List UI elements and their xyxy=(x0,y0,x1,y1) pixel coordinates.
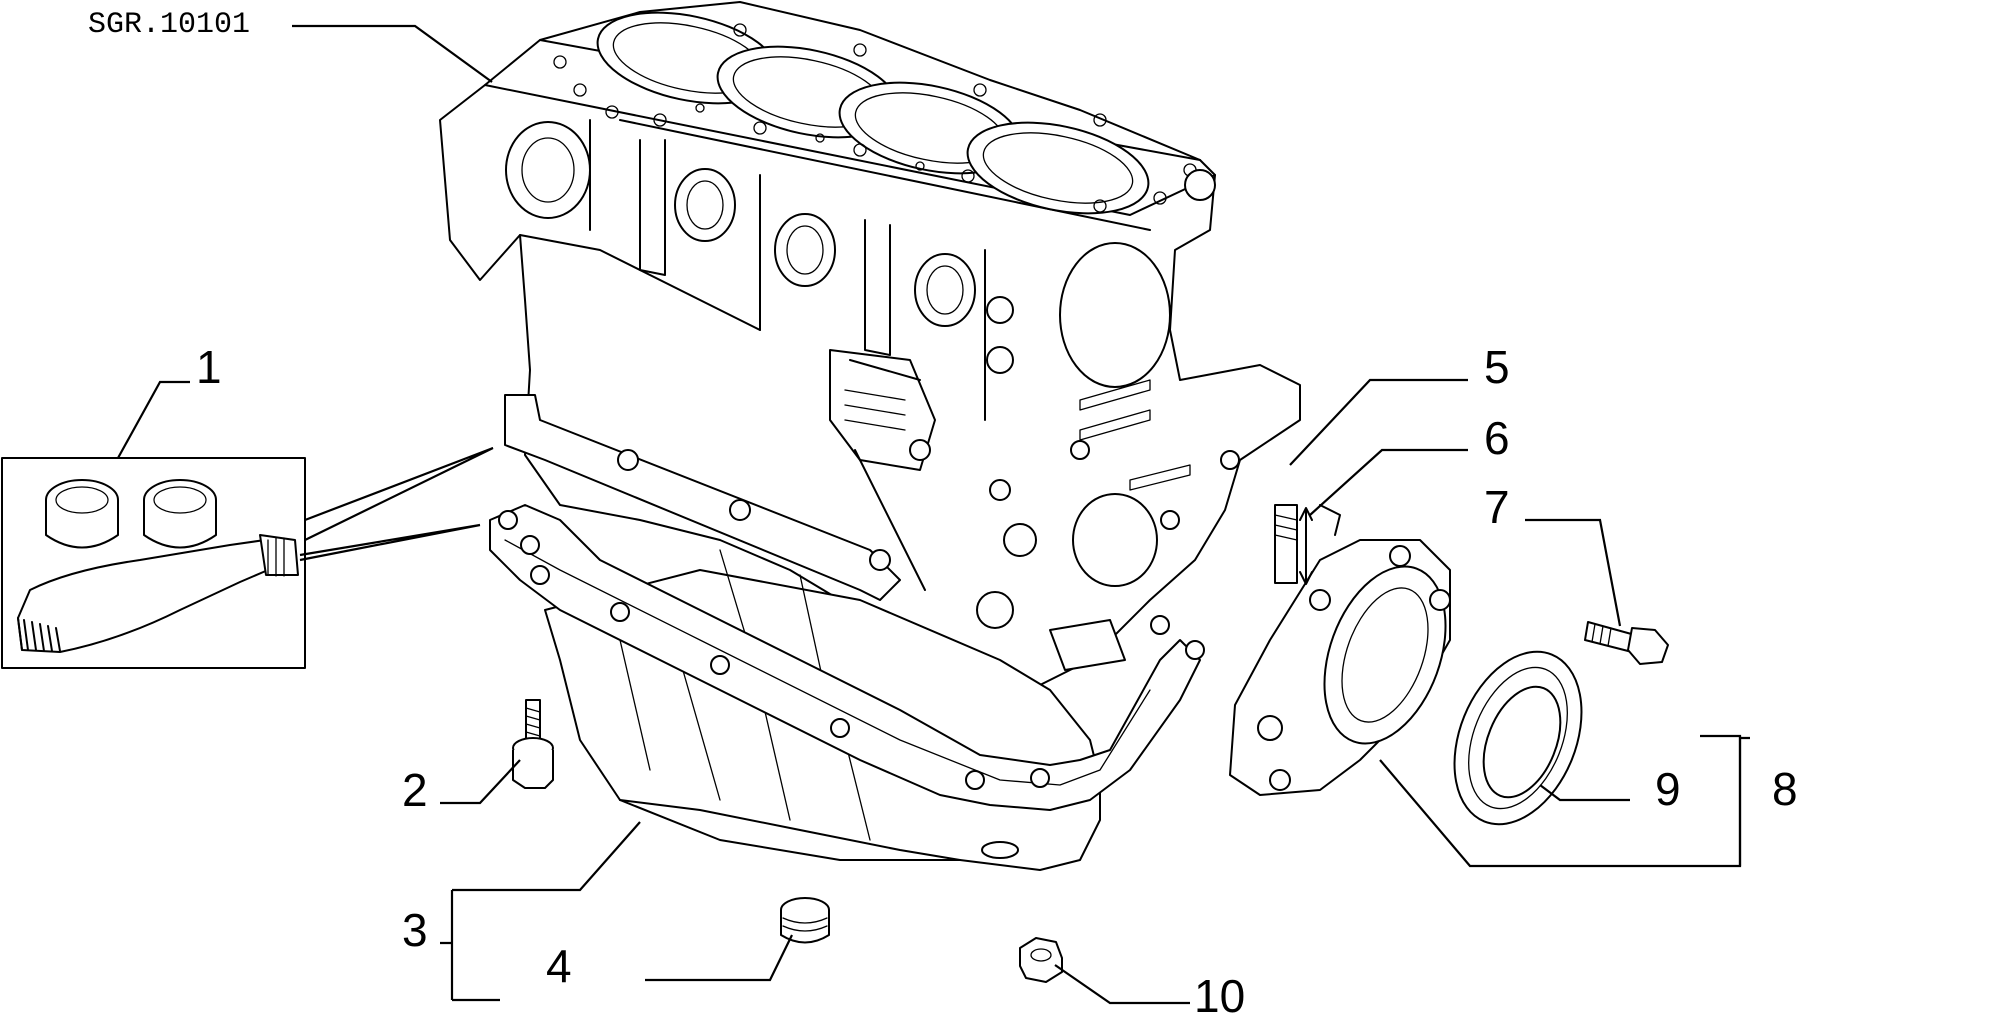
bolt-7 xyxy=(1584,621,1669,665)
nut-10 xyxy=(1019,937,1063,983)
rear-main-seal-housing xyxy=(1229,539,1451,796)
crankshaft-seal-ring xyxy=(1453,650,1583,826)
bolt-2 xyxy=(512,699,554,789)
oil-pan-gasket-flange xyxy=(489,504,1201,811)
sealant-kit-inset xyxy=(1,457,306,669)
callout-9: 9 xyxy=(1655,763,1681,815)
oil-pan xyxy=(489,504,1205,871)
sealant-cup-1 xyxy=(45,479,119,549)
dowel-6 xyxy=(1274,504,1341,585)
side-port-1 xyxy=(505,121,591,219)
callout-3: 3 xyxy=(402,904,428,956)
diagram-code: SGR.10101 xyxy=(88,8,250,42)
callout-6: 6 xyxy=(1484,412,1510,464)
engine-block xyxy=(439,1,1301,701)
block-flange xyxy=(504,394,901,601)
callout-10: 10 xyxy=(1194,970,1245,1015)
end-face-bore xyxy=(1059,242,1171,388)
callout-5: 5 xyxy=(1484,341,1510,393)
callout-7: 7 xyxy=(1484,481,1510,533)
sealant-tube xyxy=(17,534,299,653)
drain-plug-4 xyxy=(780,897,830,944)
sealant-cup-2 xyxy=(143,479,217,549)
leader-lines xyxy=(117,24,1750,1005)
cylinder-bore-4 xyxy=(966,121,1150,215)
callout-1: 1 xyxy=(196,341,222,393)
callout-4: 4 xyxy=(546,940,572,992)
callout-8: 8 xyxy=(1772,763,1798,815)
callout-2: 2 xyxy=(402,764,428,816)
